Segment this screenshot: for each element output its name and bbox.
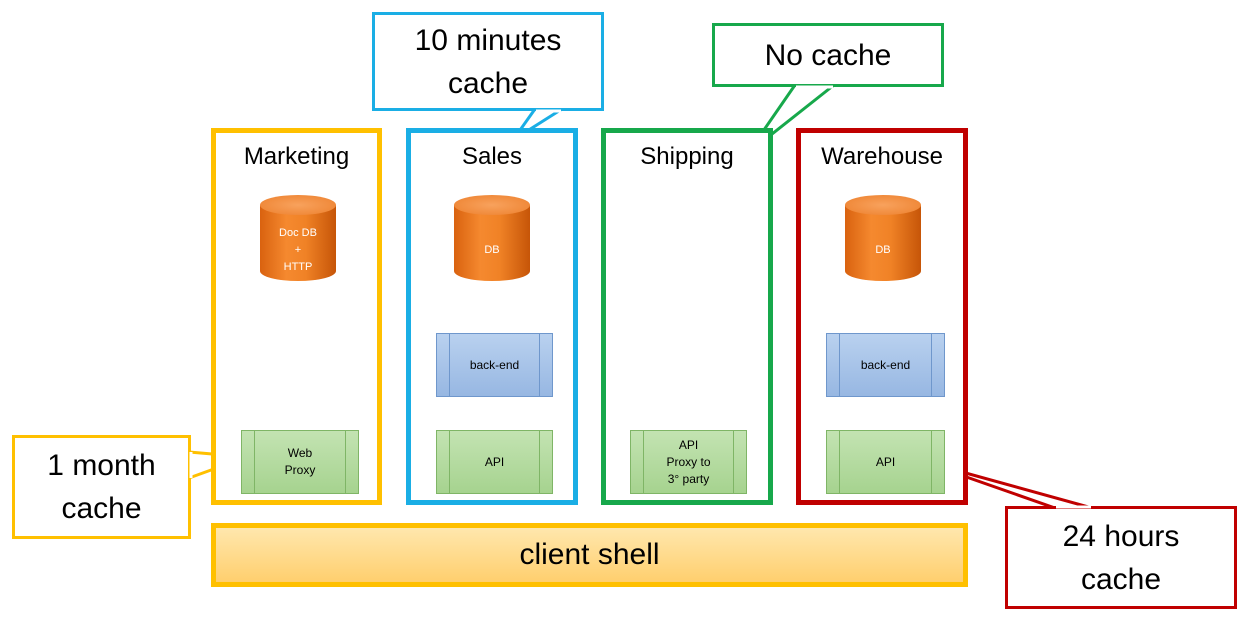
shipping-title: Shipping <box>640 143 734 170</box>
sales-backend-box: back-end <box>436 333 553 397</box>
shipping-domain: Shipping API Proxy to 3° party <box>601 128 773 505</box>
marketing-web-proxy-box: Web Proxy <box>241 430 359 494</box>
marketing-database-label: Doc DB + HTTP <box>279 226 317 273</box>
sales-domain: Sales DB back-end API <box>406 128 578 505</box>
marketing-cache-callout: 1 month cache <box>12 435 191 539</box>
marketing-database-icon: Doc DB + HTTP <box>260 195 336 291</box>
sales-database-label: DB <box>484 243 500 256</box>
warehouse-cache-callout: 24 hours cache <box>1005 506 1237 609</box>
sales-api-box: API <box>436 430 553 494</box>
sales-database-icon: DB <box>454 195 530 291</box>
shipping-api-proxy-box: API Proxy to 3° party <box>630 430 747 494</box>
sales-cache-callout: 10 minutes cache <box>372 12 604 111</box>
client-shell: client shell <box>211 523 968 587</box>
sales-title: Sales <box>461 143 523 170</box>
warehouse-backend-box: back-end <box>826 333 945 397</box>
warehouse-title: Warehouse <box>821 143 943 170</box>
warehouse-database-label: DB <box>875 243 891 256</box>
marketing-title: Marketing <box>243 143 350 170</box>
warehouse-database-icon: DB <box>845 195 921 291</box>
warehouse-api-box: API <box>826 430 945 494</box>
warehouse-domain: Warehouse DB back-end API <box>796 128 968 505</box>
marketing-domain: Marketing Doc DB + HTTP Web Proxy <box>211 128 382 505</box>
